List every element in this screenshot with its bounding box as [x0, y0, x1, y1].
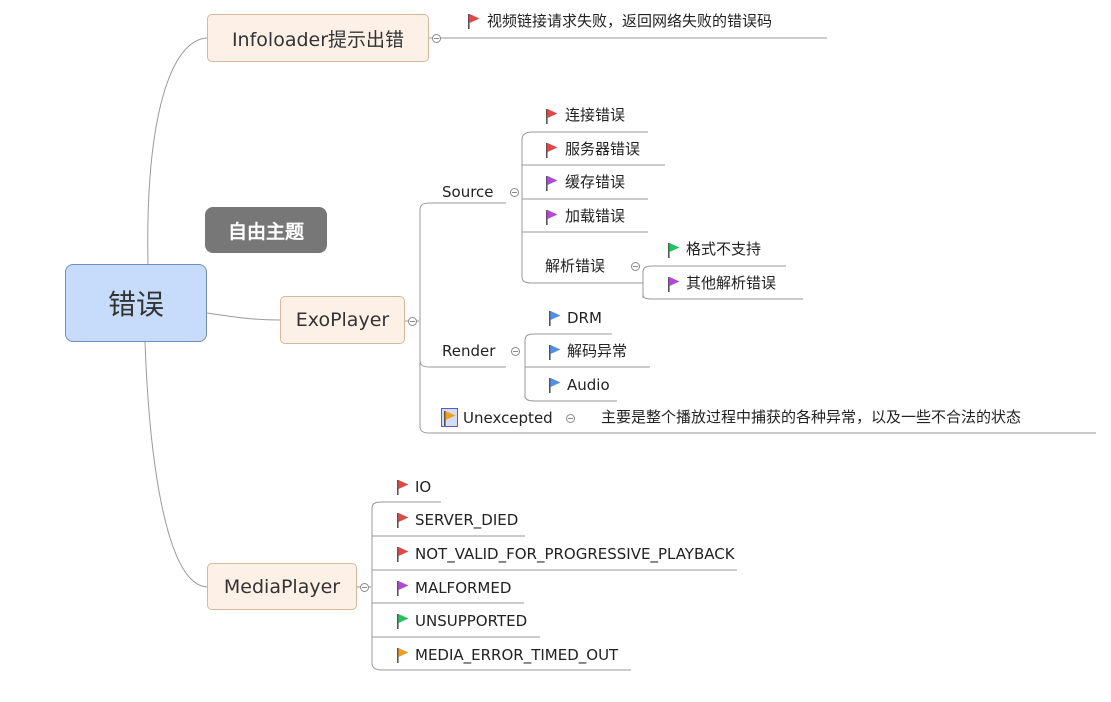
connector-exo-unexpected: [419, 425, 1096, 434]
collapse-toggle-source[interactable]: [510, 188, 519, 197]
subtopic-unexpected[interactable]: Unexcepted: [463, 409, 553, 427]
collapse-toggle-exoplayer[interactable]: [408, 317, 417, 326]
purple-flag-icon: [546, 176, 558, 191]
leaf-connection-error[interactable]: 连接错误: [565, 106, 626, 124]
leaf-server-died[interactable]: SERVER_DIED: [415, 511, 519, 529]
connector-source-parse: [521, 276, 643, 284]
purple-flag-icon: [397, 581, 409, 596]
connector-exo-vertical: [419, 202, 506, 211]
floating-topic[interactable]: 自由主题: [205, 207, 327, 253]
topic-mediaplayer[interactable]: MediaPlayer: [207, 563, 357, 610]
connector-render-c3: [524, 395, 617, 402]
red-flag-icon: [546, 109, 558, 124]
connector-root-exoplayer: [206, 312, 281, 321]
red-flag-icon: [546, 143, 558, 158]
purple-flag-icon: [668, 277, 680, 292]
collapse-toggle-mediaplayer[interactable]: [360, 583, 369, 592]
green-flag-icon: [668, 243, 680, 258]
topic-infoloader[interactable]: Infoloader提示出错: [207, 14, 429, 62]
orange-flag-icon: [444, 411, 456, 426]
orange-flag-icon: [397, 648, 409, 663]
red-flag-icon: [397, 513, 409, 528]
topic-mediaplayer-label: MediaPlayer: [223, 575, 341, 598]
connector-root-mediaplayer: [144, 341, 208, 588]
red-flag-icon: [397, 547, 409, 562]
collapse-toggle-unexpected[interactable]: [566, 414, 575, 423]
subtopic-source[interactable]: Source: [442, 183, 494, 201]
leaf-drm[interactable]: DRM: [567, 309, 602, 327]
connector-exo-render: [419, 359, 506, 368]
green-flag-icon: [397, 614, 409, 629]
collapse-toggle-render[interactable]: [511, 347, 520, 356]
connector-media-c1: [371, 501, 441, 509]
blue-flag-icon: [549, 345, 561, 360]
root-topic-label: 错误: [107, 288, 164, 321]
leaf-format-unsupported[interactable]: 格式不支持: [686, 240, 762, 258]
root-topic[interactable]: 错误: [65, 264, 207, 342]
subtopic-parse-error[interactable]: 解析错误: [545, 257, 606, 275]
leaf-decode-exception[interactable]: 解码异常: [567, 342, 628, 360]
leaf-load-error[interactable]: 加载错误: [565, 207, 626, 225]
collapse-toggle-infoloader[interactable]: [432, 34, 441, 43]
collapse-toggle-parse-error[interactable]: [631, 262, 640, 271]
leaf-audio[interactable]: Audio: [567, 376, 610, 394]
connector-parse-c1: [642, 265, 786, 273]
leaf-other-parse-error[interactable]: 其他解析错误: [686, 274, 777, 292]
connector-parse-c2: [642, 293, 803, 300]
leaf-infoloader-network-fail[interactable]: 视频链接请求失败，返回网络失败的错误码: [487, 12, 773, 30]
leaf-unsupported[interactable]: UNSUPPORTED: [415, 612, 528, 630]
leaf-media-error-timed-out[interactable]: MEDIA_ERROR_TIMED_OUT: [415, 646, 619, 664]
purple-flag-icon: [546, 210, 558, 225]
blue-flag-icon: [549, 311, 561, 326]
topic-exoplayer-label: ExoPlayer: [295, 309, 390, 331]
subtopic-render[interactable]: Render: [442, 342, 496, 360]
red-flag-icon: [397, 480, 409, 495]
unexpected-note[interactable]: 主要是整个播放过程中捕获的各种异常，以及一些不合法的状态: [601, 408, 1022, 426]
connector-source-c1: [521, 131, 648, 141]
leaf-io[interactable]: IO: [415, 478, 432, 496]
red-flag-icon: [468, 14, 480, 29]
connector-render-c1: [524, 333, 612, 341]
leaf-malformed[interactable]: MALFORMED: [415, 579, 512, 597]
leaf-cache-error[interactable]: 缓存错误: [565, 173, 626, 191]
leaf-not-valid-for-progressive-playback[interactable]: NOT_VALID_FOR_PROGRESSIVE_PLAYBACK: [415, 545, 735, 563]
blue-flag-icon: [549, 378, 561, 393]
topic-exoplayer[interactable]: ExoPlayer: [280, 296, 405, 344]
topic-infoloader-label: Infoloader提示出错: [231, 28, 405, 51]
connector-media-c6: [371, 662, 631, 671]
floating-topic-label: 自由主题: [227, 220, 304, 243]
connector-root-infoloader: [147, 37, 208, 266]
leaf-server-error[interactable]: 服务器错误: [565, 140, 641, 158]
